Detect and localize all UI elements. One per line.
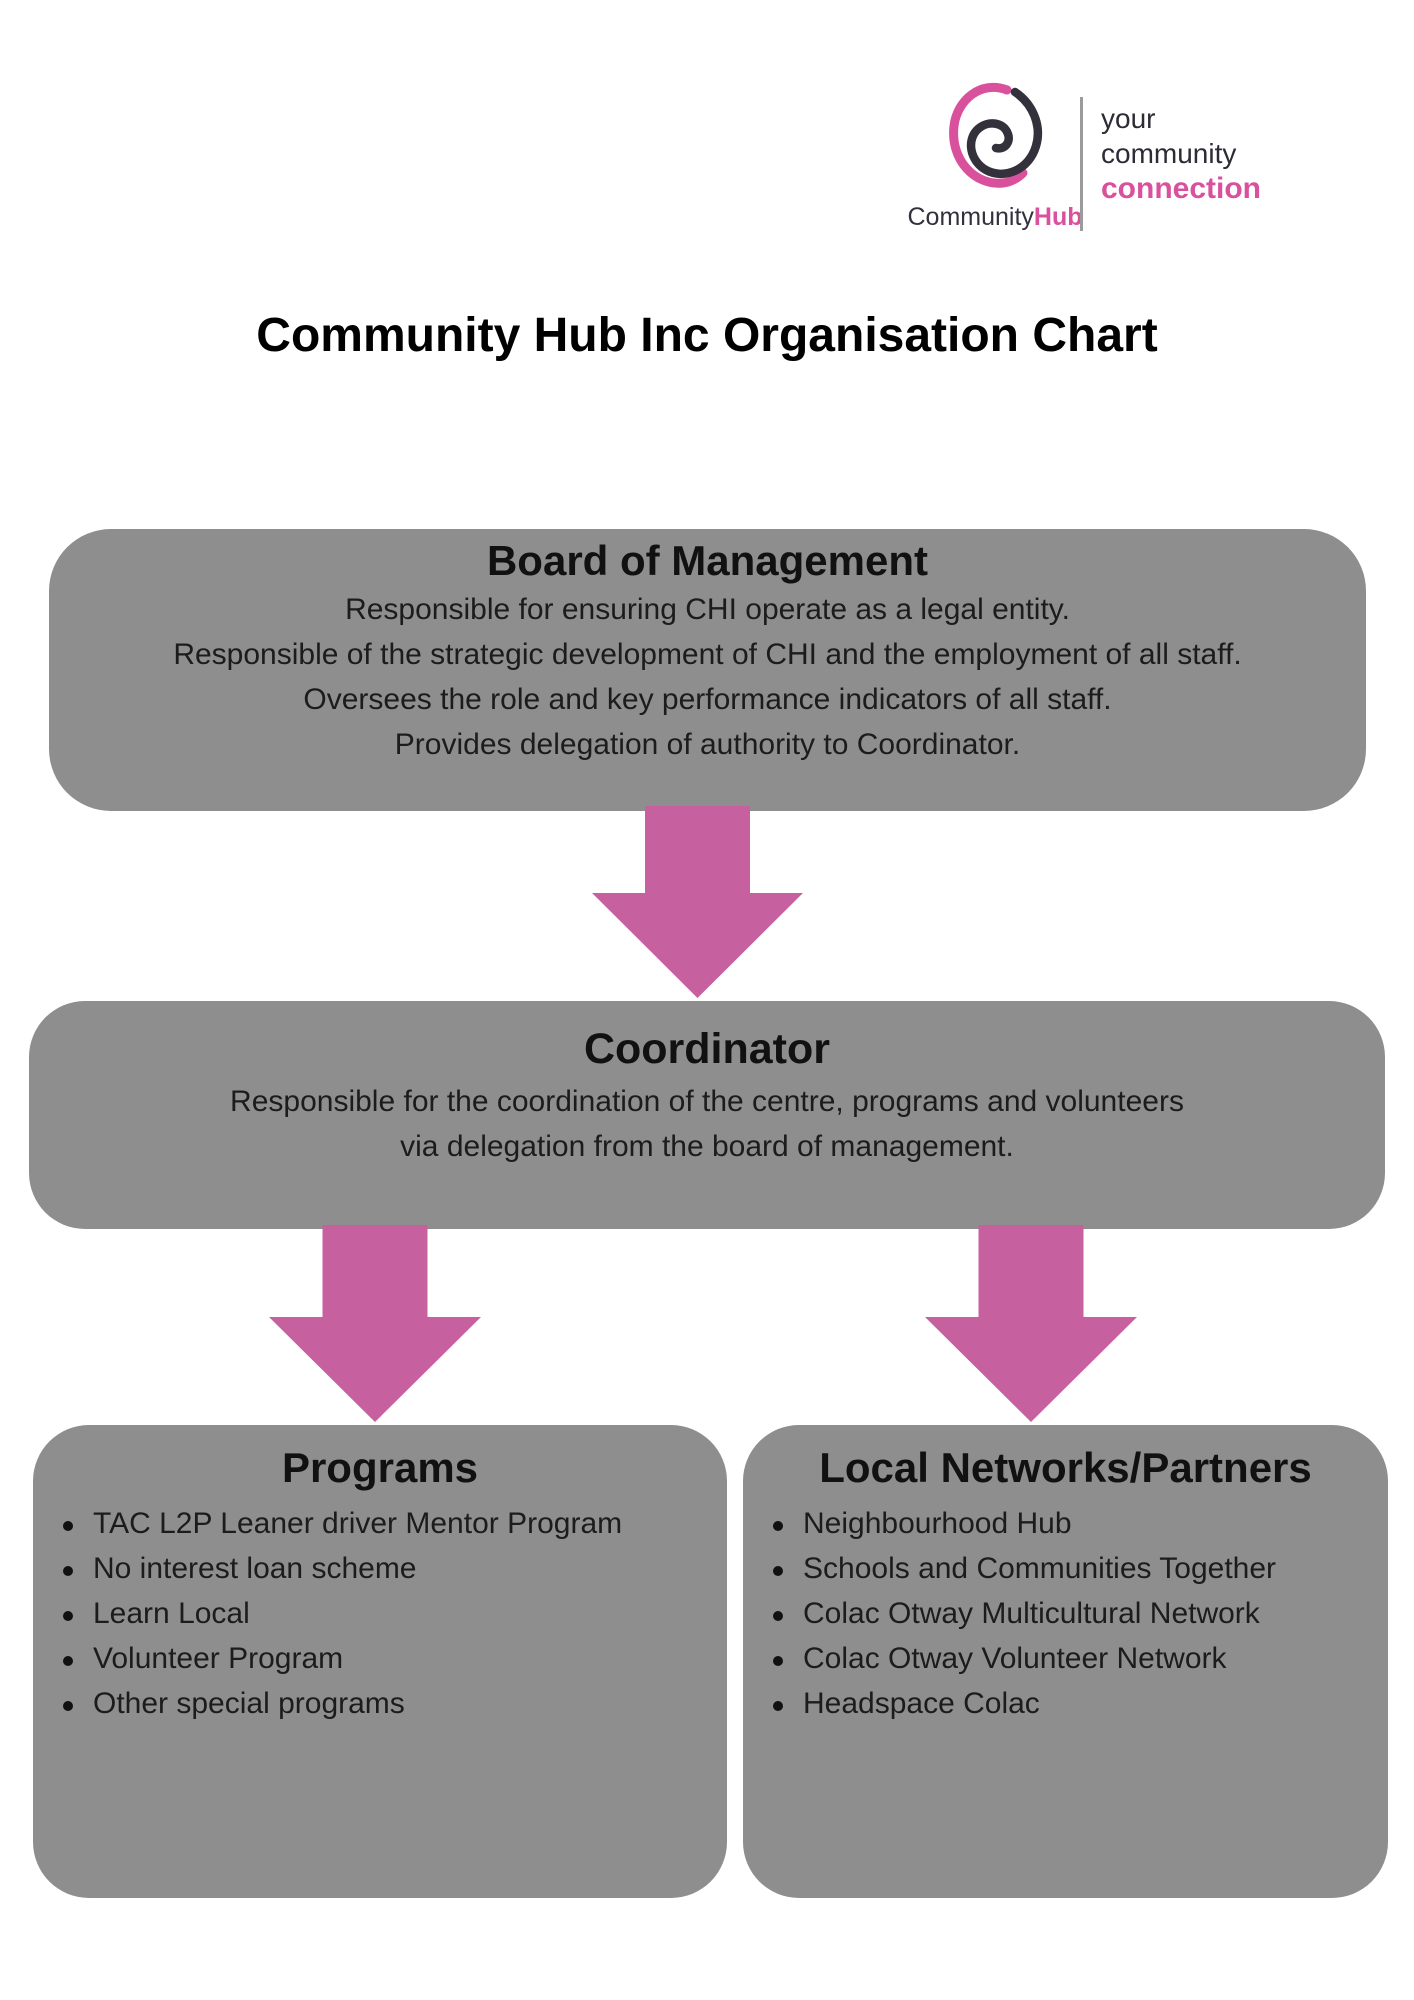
list-item: Colac Otway Multicultural Network [773,1591,1378,1636]
bullet-dot [63,1566,73,1576]
bullet-dot [773,1521,783,1531]
bullet-dot [773,1656,783,1666]
list-item-label: TAC L2P Leaner driver Mentor Program [93,1507,623,1540]
programs-heading: Programs [281,1444,479,1491]
list-item: Volunteer Program [63,1636,717,1681]
list-item-label: Schools and Communities Together [803,1552,1277,1585]
bullet-dot [773,1611,783,1621]
list-item-label: Colac Otway Multicultural Network [803,1597,1260,1630]
swirl-logo-icon [945,80,1045,202]
list-item: Other special programs [63,1681,717,1726]
coordinator-description: Responsible for the coordination of the … [29,1079,1385,1169]
local-networks-partners-box: Local Networks/Partners Neighbourhood Hu… [743,1425,1388,1898]
coordinator-heading: Coordinator [583,1025,831,1073]
networks-heading: Local Networks/Partners [819,1444,1312,1491]
list-item-label: Other special programs [93,1687,405,1720]
community-hub-logo: CommunityHub your community connection [905,75,1375,240]
list-item: No interest loan scheme [63,1546,717,1591]
programs-box: Programs TAC L2P Leaner driver Mentor Pr… [33,1425,727,1898]
list-item-label: Volunteer Program [93,1642,344,1675]
tagline-line-1: your [1101,103,1156,134]
list-item-label: Colac Otway Volunteer Network [803,1642,1227,1675]
down-arrow-icon [592,806,803,998]
description-line: via delegation from the board of managem… [400,1130,1014,1163]
list-item: TAC L2P Leaner driver Mentor Program [63,1501,717,1546]
list-item-label: Headspace Colac [803,1687,1040,1720]
logo-wordmark: CommunityHub [905,203,1085,232]
logo-brand-prefix: Community [907,203,1034,231]
description-line: Responsible for ensuring CHI operate as … [345,593,1070,626]
board-of-management-box: Board of Management Responsible for ensu… [49,529,1366,811]
list-item-label: Neighbourhood Hub [803,1507,1072,1540]
list-item: Learn Local [63,1591,717,1636]
bullet-dot [63,1611,73,1621]
logo-tagline: your community connection [1101,101,1261,206]
list-item: Schools and Communities Together [773,1546,1378,1591]
list-item-label: Learn Local [93,1597,250,1630]
list-item: Headspace Colac [773,1681,1378,1726]
list-item: Colac Otway Volunteer Network [773,1636,1378,1681]
tagline-line-3: connection [1101,172,1262,205]
bullet-dot [63,1656,73,1666]
tagline-line-2: community [1101,138,1237,169]
description-line: Oversees the role and key performance in… [303,683,1112,716]
description-line: Provides delegation of authority to Coor… [394,728,1021,761]
down-arrow-icon [269,1225,481,1422]
down-arrow-icon [925,1225,1137,1422]
page-title: Community Hub Inc Organisation Chart [256,309,1158,362]
networks-list: Neighbourhood Hub Schools and Communitie… [743,1499,1388,1726]
board-heading: Board of Management [486,537,929,584]
programs-list: TAC L2P Leaner driver Mentor Program No … [33,1499,727,1726]
bullet-dot [63,1701,73,1711]
bullet-dot [773,1566,783,1576]
bullet-dot [773,1701,783,1711]
coordinator-box: Coordinator Responsible for the coordina… [29,1001,1385,1229]
board-description: Responsible for ensuring CHI operate as … [49,587,1366,767]
description-line: Responsible of the strategic development… [173,638,1242,671]
logo-divider [1080,97,1083,231]
logo-brand-suffix: Hub [1033,203,1083,231]
bullet-dot [63,1521,73,1531]
list-item-label: No interest loan scheme [93,1552,417,1585]
list-item: Neighbourhood Hub [773,1501,1378,1546]
description-line: Responsible for the coordination of the … [230,1085,1184,1118]
